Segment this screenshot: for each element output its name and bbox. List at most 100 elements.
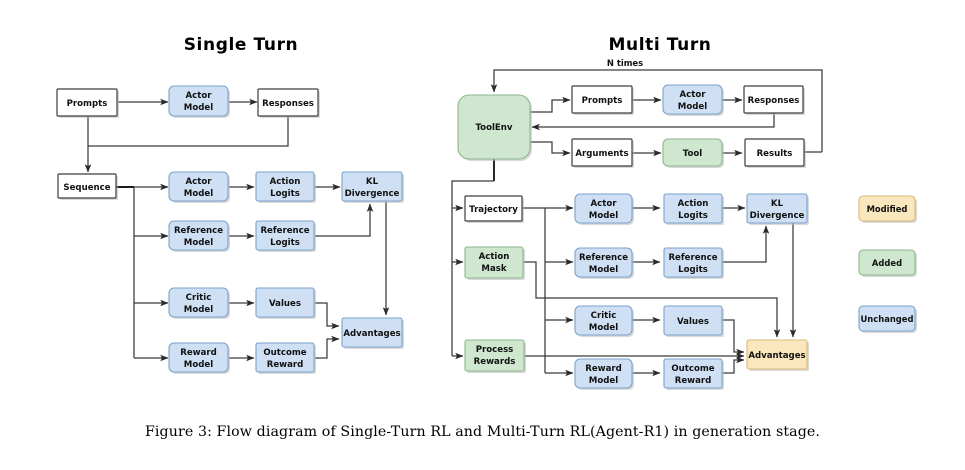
node-values-single[interactable]: Values <box>255 287 316 319</box>
node-actor-model-multi[interactable]: Actor Model <box>574 193 634 225</box>
node-advantages-multi[interactable]: Advantages <box>746 339 809 371</box>
node-label: Prompts <box>582 96 623 106</box>
node-label-line2: Reward <box>267 360 304 370</box>
node-results[interactable]: Results <box>744 138 806 168</box>
node-trajectory[interactable]: Trajectory <box>464 195 524 223</box>
node-label-line1: Actor <box>591 199 618 209</box>
legend-label: Unchanged <box>861 314 914 324</box>
node-label: Responses <box>262 99 314 109</box>
node-critic-model-multi[interactable]: Critic Model <box>574 305 634 337</box>
legend-item-added[interactable]: Added <box>858 249 917 277</box>
node-label-line2: Model <box>589 323 618 333</box>
node-label-line1: KL <box>771 199 784 209</box>
node-action-logits-single[interactable]: Action Logits <box>255 171 316 203</box>
node-actor-model-multi-top[interactable]: Actor Model <box>662 84 724 116</box>
node-label-line1: Reference <box>579 253 628 263</box>
node-label-line1: Outcome <box>263 348 306 358</box>
legend-label: Added <box>872 258 902 268</box>
node-arguments[interactable]: Arguments <box>571 138 634 168</box>
node-label-line1: Process <box>476 345 514 355</box>
node-label: Prompts <box>67 99 108 109</box>
node-sequence-single[interactable]: Sequence <box>57 173 118 200</box>
node-label-line1: Actor <box>680 90 707 100</box>
node-label-line1: Action <box>270 177 301 187</box>
node-label: Responses <box>748 96 800 106</box>
node-label: Trajectory <box>469 205 518 215</box>
node-responses-single[interactable]: Responses <box>257 88 320 118</box>
node-advantages-single[interactable]: Advantages <box>341 317 404 349</box>
node-action-mask[interactable]: Action Mask <box>464 246 525 280</box>
node-label: Advantages <box>748 351 805 361</box>
node-prompts-single[interactable]: Prompts <box>56 88 119 118</box>
node-label: Results <box>757 149 793 159</box>
single-turn-edges <box>84 98 390 362</box>
node-prompts-multi[interactable]: Prompts <box>571 85 634 115</box>
node-reward-model-multi[interactable]: Reward Model <box>574 358 634 390</box>
node-label-line1: Reward <box>180 348 217 358</box>
node-label-line1: Actor <box>186 177 213 187</box>
node-critic-model-single[interactable]: Critic Model <box>168 287 230 319</box>
node-kl-divergence-multi[interactable]: KL Divergence <box>746 193 809 225</box>
node-label-line1: KL <box>366 177 379 187</box>
node-reference-logits-multi[interactable]: Reference Logits <box>663 247 724 279</box>
node-label: Tool <box>683 149 703 159</box>
node-outcome-reward-single[interactable]: Outcome Reward <box>255 342 316 374</box>
loop-label-n-times: N times <box>607 58 643 68</box>
legend-label: Modified <box>867 204 908 214</box>
node-label-line2: Model <box>184 189 213 199</box>
node-reference-model-single[interactable]: Reference Model <box>168 220 230 252</box>
node-label-line1: Reference <box>174 226 223 236</box>
node-toolenv[interactable]: ToolEnv <box>457 94 532 161</box>
node-label-line2: Logits <box>270 189 300 199</box>
node-outcome-reward-multi[interactable]: Outcome Reward <box>663 358 724 390</box>
node-label-line1: Action <box>678 199 709 209</box>
node-label-line2: Model <box>184 103 213 113</box>
node-label-line2: Logits <box>678 211 708 221</box>
node-label-line2: Divergence <box>750 211 805 221</box>
node-label-line2: Logits <box>678 265 708 275</box>
node-kl-divergence-single[interactable]: KL Divergence <box>341 171 404 203</box>
node-label-line2: Model <box>589 211 618 221</box>
node-process-rewards[interactable]: Process Rewards <box>464 339 526 373</box>
node-label-line2: Model <box>678 102 707 112</box>
node-label: Advantages <box>343 329 400 339</box>
node-action-logits-multi[interactable]: Action Logits <box>663 193 724 225</box>
node-responses-multi[interactable]: Responses <box>743 85 805 115</box>
node-label-line1: Critic <box>186 293 212 303</box>
node-label: Sequence <box>63 183 110 193</box>
figure-caption: Figure 3: Flow diagram of Single-Turn RL… <box>144 424 821 440</box>
node-label: Values <box>269 299 301 309</box>
node-label-line1: Outcome <box>671 364 714 374</box>
node-label-line2: Logits <box>270 238 300 248</box>
node-label: Arguments <box>575 149 628 159</box>
node-actor-model-single[interactable]: Actor Model <box>168 171 230 203</box>
node-values-multi[interactable]: Values <box>663 305 724 337</box>
multi-turn-nodes: ToolEnv Prompts Actor Model Responses <box>457 84 809 390</box>
node-label-line2: Model <box>184 360 213 370</box>
node-label: Values <box>677 317 709 327</box>
node-label-line1: Reference <box>668 253 717 263</box>
single-turn-title: Single Turn <box>184 35 299 55</box>
node-label: ToolEnv <box>475 123 512 133</box>
node-reward-model-single[interactable]: Reward Model <box>168 342 230 374</box>
node-label-line2: Model <box>184 238 213 248</box>
node-actor-model-single-top[interactable]: Actor Model <box>168 85 230 118</box>
node-tool[interactable]: Tool <box>662 138 724 168</box>
node-label-line1: Actor <box>186 91 213 101</box>
node-reference-model-multi[interactable]: Reference Model <box>574 247 634 279</box>
legend: Modified Added Unchanged <box>858 195 917 333</box>
node-reference-logits-single[interactable]: Reference Logits <box>255 220 316 252</box>
node-label-line2: Model <box>589 265 618 275</box>
node-label-line2: Reward <box>675 376 712 386</box>
multi-turn-edges <box>451 69 823 377</box>
node-label-line1: Action <box>479 252 510 262</box>
node-label-line2: Model <box>184 305 213 315</box>
node-label-line1: Reference <box>260 226 309 236</box>
legend-item-modified[interactable]: Modified <box>858 195 917 223</box>
node-label-line1: Reward <box>585 364 622 374</box>
node-label-line1: Critic <box>591 311 617 321</box>
single-turn-nodes: Prompts Actor Model Responses Sequence <box>56 85 404 374</box>
legend-item-unchanged[interactable]: Unchanged <box>858 305 917 333</box>
node-label-line2: Divergence <box>345 189 400 199</box>
